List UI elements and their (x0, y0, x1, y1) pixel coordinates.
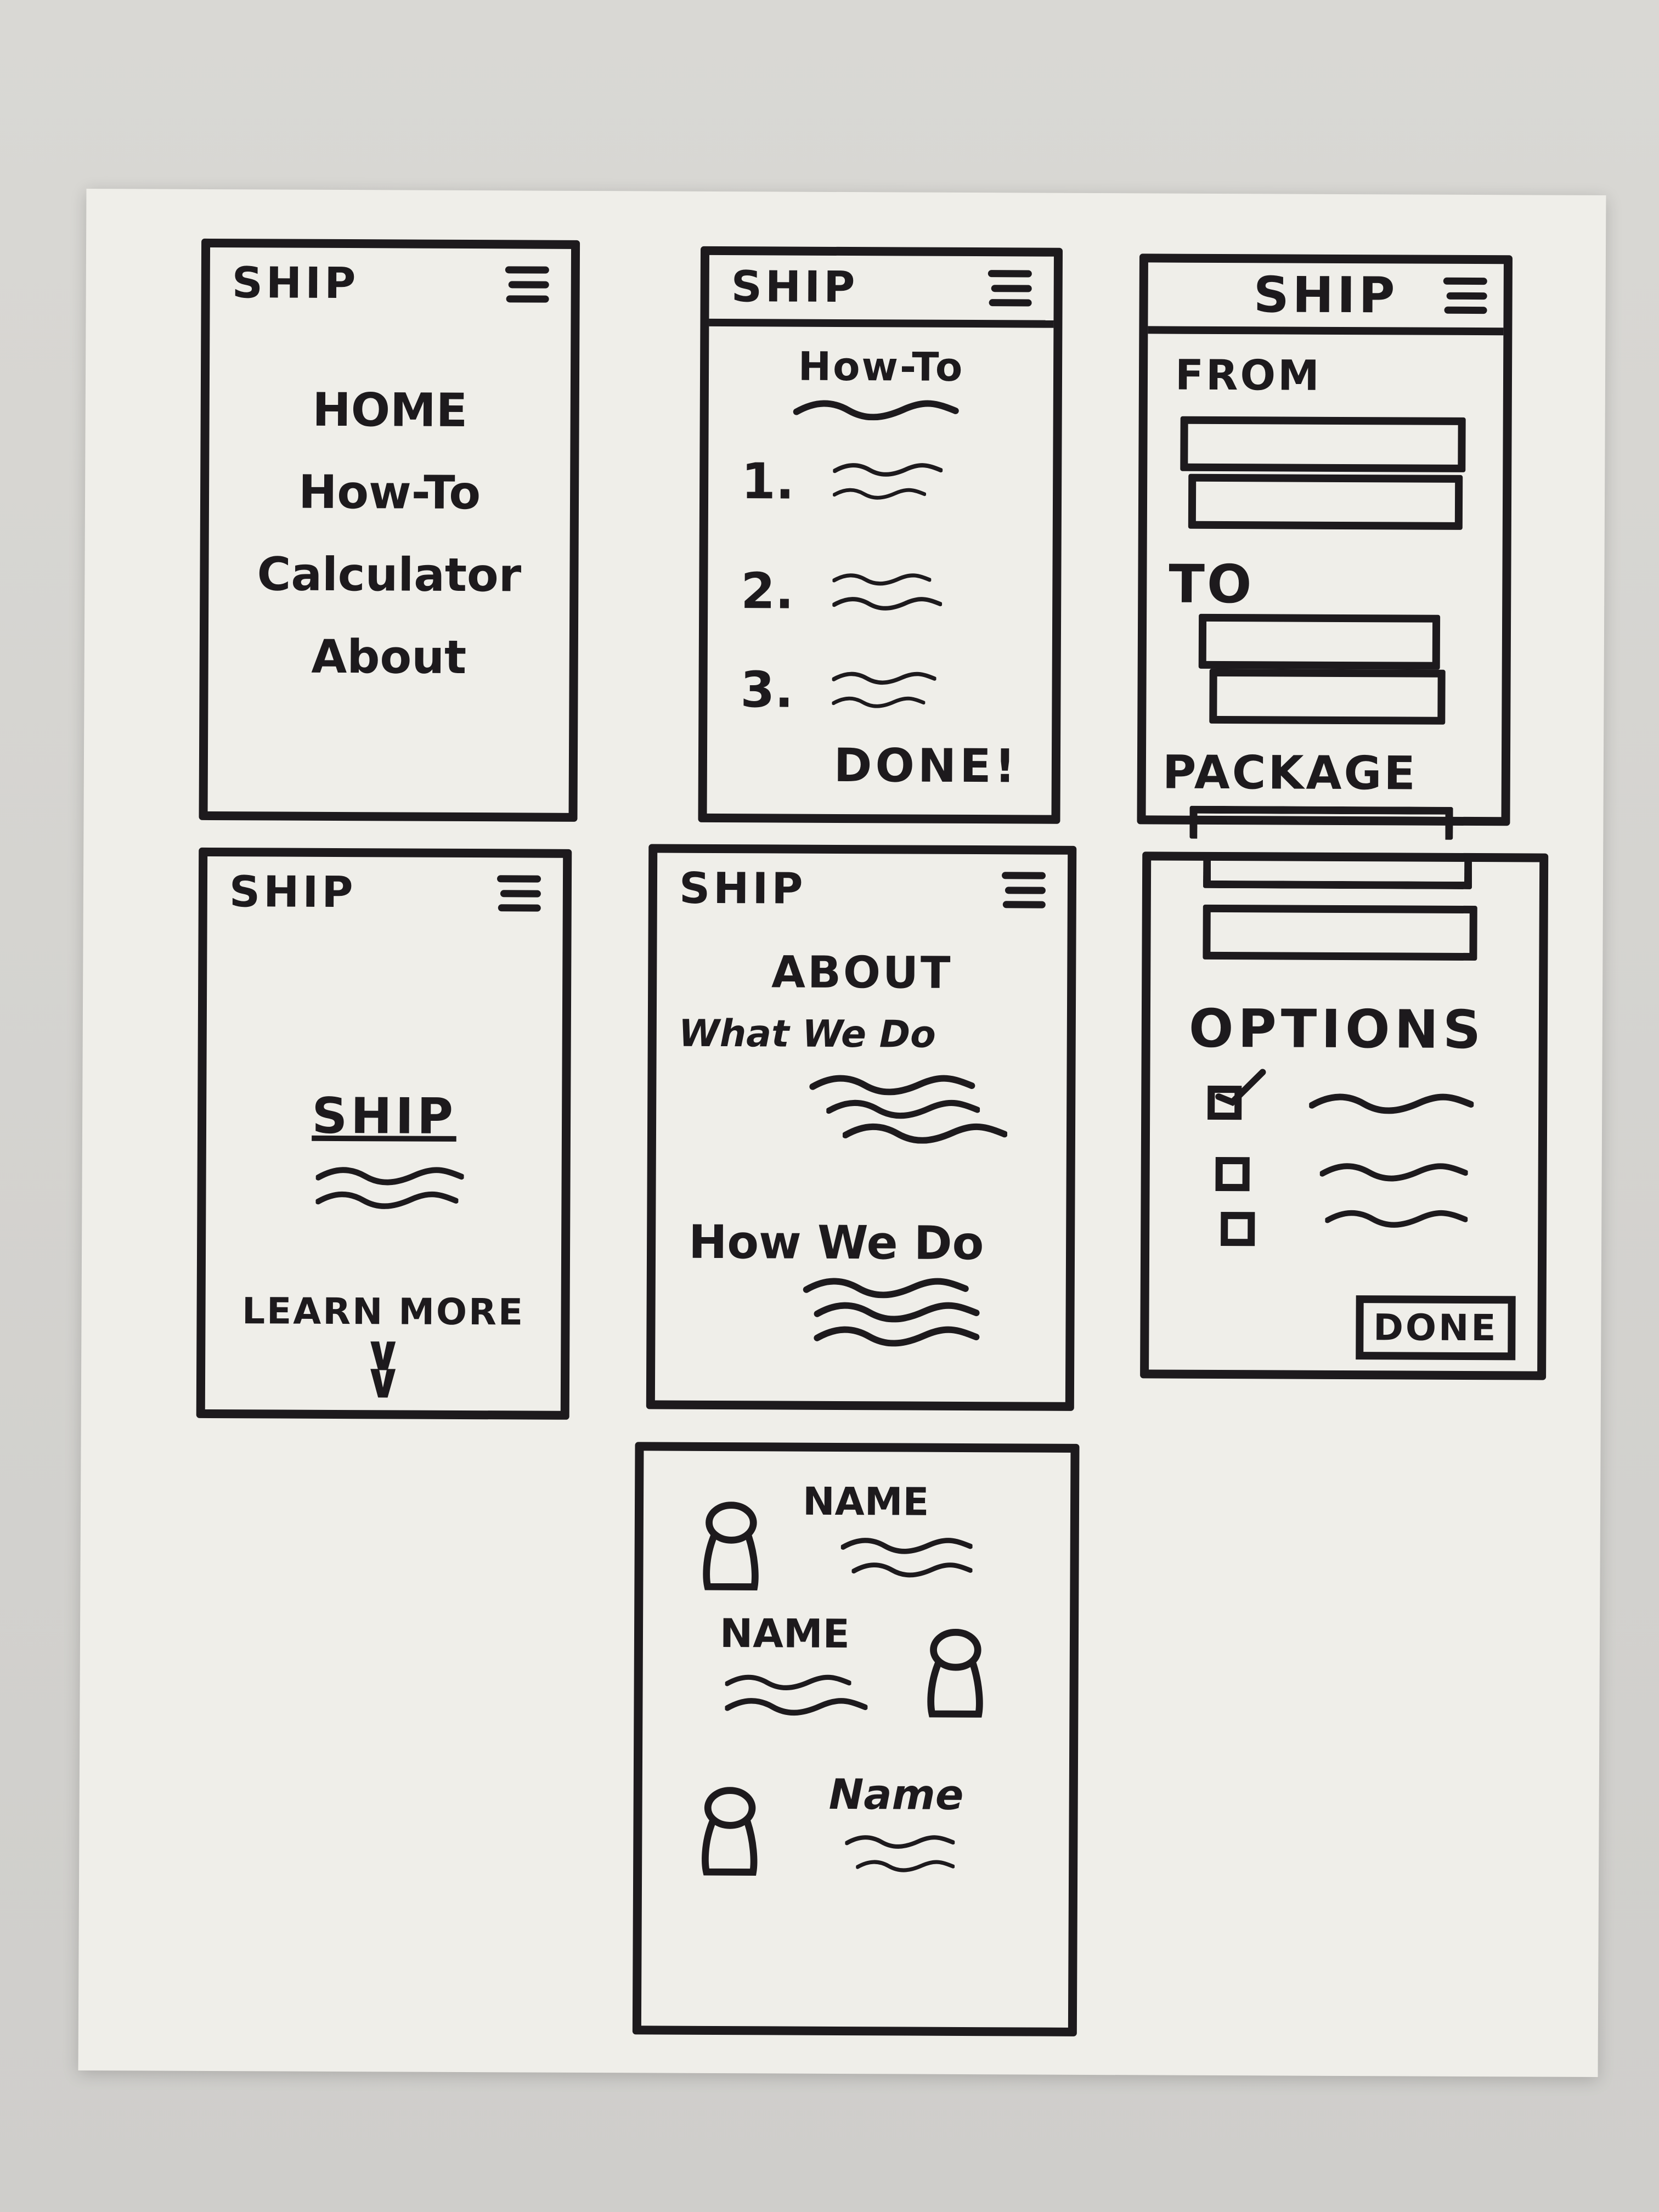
member-name: NAME (719, 1610, 850, 1657)
section-heading-how-we-do: How We Do (688, 1215, 984, 1271)
step-text-placeholder (832, 567, 942, 616)
frame-how-to: SHIP How-To 1. 2. 3. DONE! (698, 246, 1063, 824)
menu-item-calculator[interactable]: Calculator (257, 547, 522, 602)
hamburger-icon[interactable] (988, 270, 1032, 307)
package-dimension-input-1[interactable] (1203, 855, 1472, 890)
package-label: PACKAGE (1162, 745, 1418, 800)
team-member-3: Name (644, 1451, 1070, 1452)
paper-sheet: SHIP HOME How-To Calculator About SHIP H… (78, 188, 1606, 2078)
what-we-do-text-placeholder (799, 1073, 1008, 1147)
step-2: 2. (741, 562, 942, 621)
done-button[interactable]: DONE (1355, 1295, 1516, 1361)
to-label: TO (1169, 553, 1254, 616)
app-header: SHIP (1148, 262, 1504, 336)
logo[interactable]: SHIP (232, 258, 359, 309)
package-dimension-input-2[interactable] (1203, 904, 1477, 961)
to-address-line1-input[interactable] (1198, 613, 1441, 670)
hamburger-icon[interactable] (496, 875, 541, 912)
option-text-placeholder (1325, 1207, 1468, 1229)
logo[interactable]: SHIP (229, 867, 357, 918)
step-1: 1. (741, 453, 943, 511)
options-label: OPTIONS (1188, 997, 1486, 1061)
member-bio-placeholder (845, 1830, 955, 1879)
logo[interactable]: SHIP (679, 864, 806, 914)
step-number: 1. (741, 453, 795, 511)
app-header: SHIP (207, 856, 563, 929)
menu-item-how-to[interactable]: How-To (298, 465, 481, 520)
double-chevron-down-icon[interactable]: ∨∨ (363, 1324, 404, 1410)
from-label: FROM (1175, 350, 1322, 400)
option-checkbox[interactable] (1215, 1156, 1250, 1192)
person-avatar-icon (698, 1500, 764, 1594)
option-text-placeholder (1320, 1160, 1468, 1183)
team-member-1: NAME (644, 1451, 1070, 1452)
menu-item-home[interactable]: HOME (312, 382, 468, 438)
person-avatar-icon (922, 1628, 989, 1722)
frame-calculator: SHIP FROM TO PACKAGE (1137, 253, 1513, 840)
step-3: 3. (740, 661, 936, 720)
app-header: SHIP (709, 255, 1054, 328)
step-text-placeholder (832, 666, 936, 715)
frame-team: NAME NAME Name (632, 1442, 1080, 2036)
nav-menu: HOME How-To Calculator About (208, 368, 571, 699)
how-we-do-text-placeholder (781, 1276, 990, 1350)
menu-item-about[interactable]: About (311, 629, 467, 685)
hamburger-icon[interactable] (505, 266, 549, 303)
member-name: Name (828, 1769, 964, 1819)
hamburger-icon[interactable] (1002, 872, 1046, 909)
checkmark-icon (1215, 1069, 1266, 1107)
step-text-placeholder (833, 458, 943, 506)
done-label[interactable]: DONE! (833, 738, 1019, 793)
step-number: 3. (740, 661, 794, 719)
hamburger-icon[interactable] (1443, 277, 1487, 314)
option-text-placeholder (1309, 1092, 1474, 1114)
member-name: NAME (802, 1479, 929, 1525)
member-bio-placeholder (725, 1671, 867, 1719)
person-avatar-icon (697, 1786, 763, 1880)
team-member-2: NAME (644, 1451, 1070, 1452)
app-header: SHIP (210, 247, 571, 320)
frame-menu: SHIP HOME How-To Calculator About (199, 238, 580, 822)
from-address-line1-input[interactable] (1180, 416, 1466, 472)
app-header: SHIP (657, 853, 1068, 926)
option-row-1 (1151, 860, 1539, 1120)
frame-home: SHIP SHIP LEARN MORE ∨∨ (196, 847, 572, 1420)
logo[interactable]: SHIP (1253, 266, 1398, 324)
section-heading-what-we-do: What We Do (678, 1012, 936, 1057)
member-bio-placeholder (840, 1534, 972, 1583)
page-title: How-To (798, 343, 964, 390)
package-input[interactable] (1189, 805, 1453, 840)
frame-calculator-options: OPTIONS DONE (1140, 851, 1549, 1380)
page-title: ABOUT (771, 946, 953, 998)
from-address-line2-input[interactable] (1188, 473, 1463, 530)
hero-text-placeholder (315, 1164, 464, 1213)
to-address-line2-input[interactable] (1209, 668, 1446, 725)
frame-about: SHIP ABOUT What We Do How We Do (646, 844, 1077, 1411)
option-checkbox[interactable] (1221, 1212, 1255, 1246)
step-number: 2. (741, 562, 794, 620)
logo[interactable]: SHIP (731, 262, 859, 313)
title-underline-squiggle (775, 398, 978, 421)
hero-title: SHIP (312, 1087, 457, 1146)
